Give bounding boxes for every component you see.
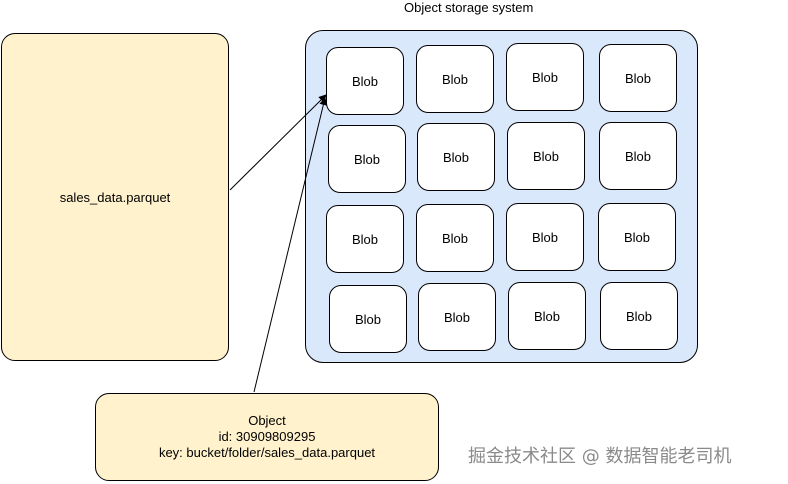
blob-r1-c2: Blob [416,45,494,113]
object-storage-container: Blob Blob Blob Blob Blob Blob Blob Blob … [305,30,698,363]
blob-label: Blob [351,231,379,247]
blob-r1-c1: Blob [326,47,404,115]
object-title: Object [248,413,286,428]
blob-r4-c2: Blob [418,283,496,351]
blob-label: Blob [531,229,559,245]
blob-r4-c3: Blob [508,282,586,350]
object-id: id: 30909809295 [218,429,316,444]
blob-r3-c1: Blob [326,205,404,273]
blob-label: Blob [351,73,379,89]
blob-label: Blob [624,148,652,164]
blob-label: Blob [354,311,382,327]
object-key: key: bucket/folder/sales_data.parquet [158,445,376,460]
blob-r4-c4: Blob [600,282,678,350]
blob-r3-c2: Blob [416,204,494,272]
blob-label: Blob [624,70,652,86]
blob-label: Blob [623,229,651,245]
blob-r3-c4: Blob [598,203,676,271]
blob-r2-c3: Blob [507,122,585,190]
object-box: Object id: 30909809295 key: bucket/folde… [95,393,439,481]
blob-label: Blob [531,69,559,85]
blob-r2-c4: Blob [599,122,677,190]
blob-label: Blob [443,309,471,325]
blob-label: Blob [532,148,560,164]
blob-label: Blob [353,151,381,167]
blob-r3-c3: Blob [506,203,584,271]
blob-r2-c1: Blob [328,125,406,193]
file-box: sales_data.parquet [1,33,229,361]
blob-r4-c1: Blob [329,285,407,353]
blob-r1-c4: Blob [599,44,677,112]
watermark-text: 掘金技术社区 @ 数据智能老司机 [468,446,732,467]
file-label: sales_data.parquet [59,189,171,205]
blob-label: Blob [533,308,561,324]
blob-label: Blob [441,230,469,246]
blob-label: Blob [625,308,653,324]
blob-label: Blob [441,71,469,87]
blob-r1-c3: Blob [506,43,584,111]
blob-r2-c2: Blob [417,123,495,191]
diagram-title: Object storage system [404,0,534,15]
blob-label: Blob [442,149,470,165]
